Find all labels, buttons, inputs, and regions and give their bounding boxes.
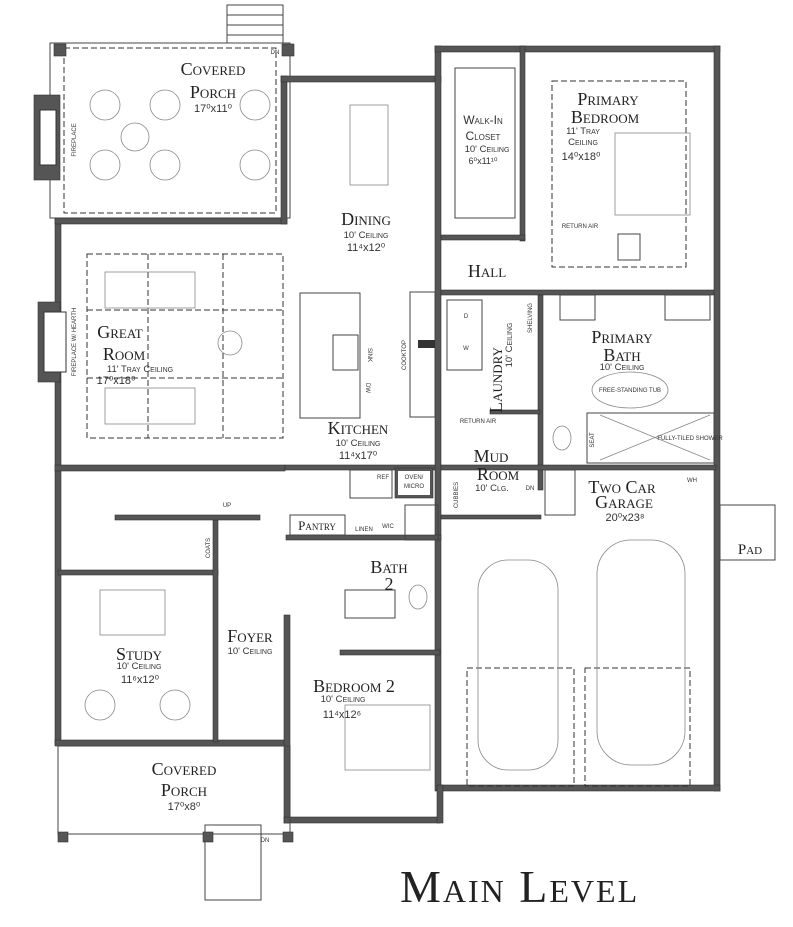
dining-ceiling: 10' Ceiling <box>344 230 389 241</box>
front-porch-label-1: Covered <box>152 759 217 779</box>
mud-room-ceiling: 10' Clg. <box>475 483 509 494</box>
mud-room-label-2: Room <box>477 464 520 484</box>
laundry-label: Laundry <box>486 346 506 413</box>
closet-label-1: Walk-In <box>463 113 503 127</box>
bath-2-label-2: 2 <box>385 574 394 594</box>
primary-bath-ceiling: 10' Ceiling <box>600 362 645 373</box>
front-porch <box>57 745 294 843</box>
primary-bedroom-dims: 14⁰x18⁰ <box>562 151 601 163</box>
plan-title: Main Level <box>400 861 639 912</box>
rear-porch-dn: DN <box>271 50 280 56</box>
seat-label: SEAT <box>590 432 596 448</box>
primary-bedroom-ceiling-1: 11' Tray <box>566 126 600 137</box>
primary-bedroom-label-1: Primary <box>577 89 639 109</box>
great-room-label-1: Great <box>97 322 143 342</box>
sink-label: SINK <box>366 348 372 362</box>
cooktop-label: COOKTOP <box>402 340 408 370</box>
kitchen-ceiling: 10' Ceiling <box>336 438 381 449</box>
rear-porch <box>33 4 295 219</box>
rear-porch-label-2: Porch <box>190 82 236 102</box>
bedroom-2-label: Bedroom 2 <box>313 676 395 696</box>
washer-label: W <box>463 346 469 352</box>
pantry-label: Pantry <box>298 518 336 533</box>
foyer-ceiling: 10' Ceiling <box>228 646 273 657</box>
front-porch-label-2: Porch <box>161 780 207 800</box>
primary-bedroom-ceiling-2: Ceiling <box>568 137 598 148</box>
rear-fireplace-label: FIREPLACE <box>72 123 78 156</box>
furniture <box>37 104 439 771</box>
dining-label: Dining <box>341 209 391 229</box>
cubbies-label: CUBBIES <box>454 482 460 508</box>
great-fireplace-label: FIREPLACE W/ HEARTH <box>72 308 78 377</box>
primary-bedroom-label-2: Bedroom <box>571 107 640 127</box>
study-ceiling: 10' Ceiling <box>117 661 162 672</box>
shelving-label: SHELVING <box>528 303 534 333</box>
pad-label: Pad <box>738 542 762 558</box>
foyer-label: Foyer <box>227 626 273 646</box>
hall-label: Hall <box>468 261 506 281</box>
study-dims: 11⁶x12⁰ <box>121 674 160 686</box>
wic-label: WIC <box>382 524 394 530</box>
dryer-label: D <box>464 314 469 320</box>
linen-label: LINEN <box>355 527 373 533</box>
shower-label: FULLY-TILED SHOWER <box>657 436 723 442</box>
kitchen-dims: 11⁴x17⁰ <box>339 450 378 462</box>
primary-suite-fixtures <box>446 67 715 464</box>
rear-porch-label-1: Covered <box>181 59 246 79</box>
closet-label-2: Closet <box>466 129 501 143</box>
great-room-ceiling: 11' Tray Ceiling <box>107 364 173 375</box>
wh-label: WH <box>687 478 697 484</box>
laundry-ceiling: 10' Ceiling <box>504 323 515 368</box>
kitchen-label: Kitchen <box>328 418 389 438</box>
ref-label: REF <box>377 475 389 481</box>
oven-label-1: OVEN/ <box>405 475 424 481</box>
primary-bath-label-2: Bath <box>603 345 640 365</box>
great-room-label-2: Room <box>103 344 146 364</box>
coats-label: COATS <box>206 538 212 558</box>
front-porch-dims: 17⁰x8⁰ <box>168 801 201 813</box>
primary-bath-label-1: Primary <box>591 327 653 347</box>
garage-fixtures <box>204 469 776 901</box>
garage-label-2: Garage <box>595 492 653 512</box>
mud-room-label-1: Mud <box>474 446 509 466</box>
bath-2-label-1: Bath <box>370 557 407 577</box>
dw-label: DW <box>364 383 370 393</box>
rear-porch-dims: 17⁰x11⁰ <box>194 103 233 115</box>
study-label: Study <box>116 644 163 664</box>
tub-label: FREE-STANDING TUB <box>599 388 661 394</box>
dining-dims: 11⁴x12⁰ <box>347 242 386 254</box>
front-porch-dn: DN <box>261 838 270 844</box>
stairs-up-label: UP <box>223 503 231 509</box>
oven-label-2: MICRO <box>404 484 424 490</box>
bedroom-2-dims: 11⁴x12⁶ <box>323 709 361 721</box>
garage-dims: 20⁰x23⁸ <box>605 512 644 524</box>
closet-ceiling: 10' Ceiling <box>465 144 510 155</box>
mud-return-air: RETURN AIR <box>460 419 497 425</box>
garage-label-1: Two Car <box>588 477 656 497</box>
closet-dims: 6⁰x11¹⁰ <box>468 156 497 166</box>
great-room-dims: 17⁰x18⁰ <box>97 375 136 387</box>
bedroom-2-ceiling: 10' Ceiling <box>321 694 366 705</box>
mud-dn: DN <box>526 486 535 492</box>
bedroom-return-air: RETURN AIR <box>562 224 599 230</box>
